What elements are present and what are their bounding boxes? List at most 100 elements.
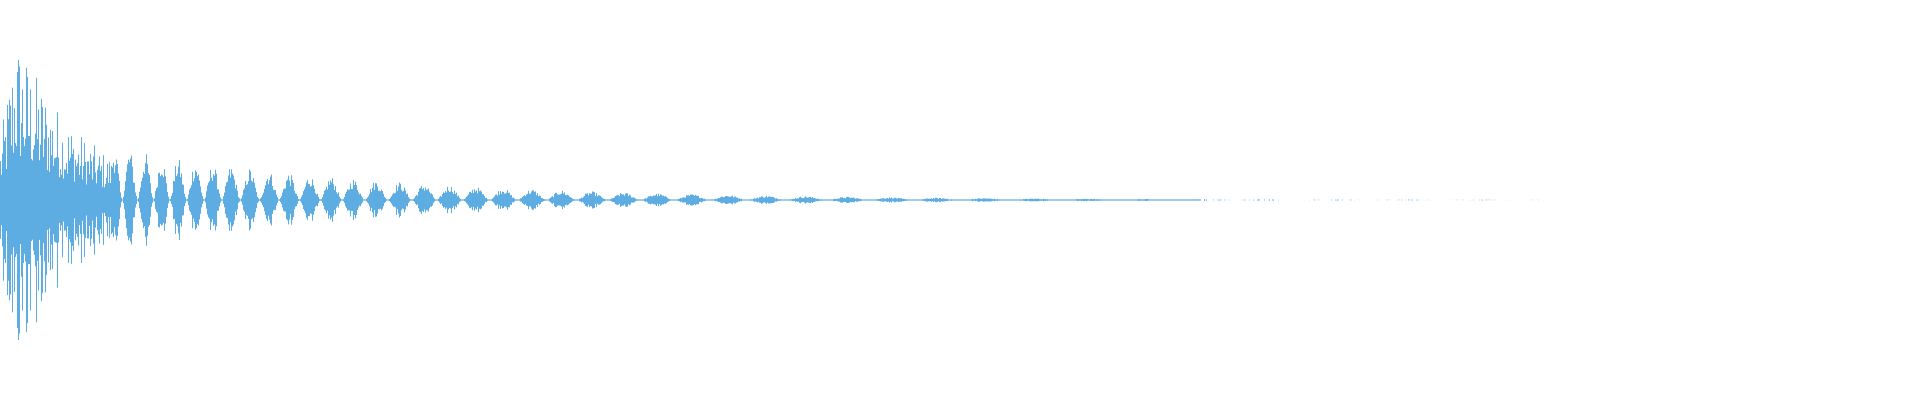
waveform-sample-bar (249, 169, 250, 231)
waveform-sample-bar (416, 195, 417, 206)
waveform-sample-bar (688, 195, 689, 205)
waveform-sample-bar (359, 194, 360, 206)
waveform-sample-bar (542, 198, 543, 202)
waveform-sample-bar (719, 198, 720, 202)
waveform-sample-bar (778, 199, 779, 201)
waveform-sample-bar (705, 199, 706, 201)
waveform-sample-bar (847, 196, 848, 204)
waveform-sample-bar (266, 181, 267, 219)
waveform-sample-bar (858, 198, 859, 202)
waveform-sample-bar (186, 199, 187, 201)
waveform-sample-bar (269, 180, 270, 220)
waveform-sample-bar (1043, 198, 1044, 202)
waveform-sample-bar (69, 160, 70, 240)
waveform-sample-bar (161, 174, 162, 226)
waveform-sample-bar (146, 154, 147, 246)
waveform-sample-bar (247, 184, 248, 216)
waveform-sample-bar (454, 190, 455, 210)
waveform-sample-bar (1123, 199, 1124, 201)
waveform-sample-bar (229, 169, 230, 231)
waveform-sample-bar (593, 191, 594, 209)
waveform-sample-bar (29, 135, 30, 265)
waveform-sample-bar (1090, 199, 1091, 201)
waveform-sample-bar (244, 188, 245, 212)
waveform-sample-bar (310, 186, 311, 214)
waveform-sample-bar (300, 198, 301, 202)
waveform-sample-bar (46, 124, 47, 276)
waveform-sample-bar (571, 197, 572, 203)
waveform-sample-bar (1099, 199, 1100, 201)
waveform-sample-bar (190, 187, 191, 213)
waveform-sample-bar (5, 136, 6, 264)
waveform-sample-bar (726, 196, 727, 204)
waveform-sample-bar (67, 173, 68, 227)
waveform-sample-bar (36, 77, 37, 323)
waveform-sample-bar (157, 187, 158, 213)
waveform-sample-bar (183, 184, 184, 216)
waveform-sample-bar (1020, 199, 1021, 201)
waveform-sample-bar (1092, 199, 1093, 201)
waveform-sample-bar (1045, 199, 1046, 201)
waveform-sample-bar (777, 198, 778, 202)
waveform-sample-bar (696, 195, 697, 205)
waveform-sample-bar (596, 193, 597, 208)
waveform-sample-bar (467, 195, 468, 205)
waveform-sample-bar (123, 196, 124, 204)
waveform-sample-bar (308, 184, 309, 216)
waveform-sample-bar (630, 195, 631, 205)
waveform-sample-bar (64, 169, 65, 231)
waveform-sample-bar (1051, 199, 1052, 201)
waveform-sample-bar (791, 199, 792, 201)
waveform-sample-bar (226, 182, 227, 218)
waveform-sample-bar (391, 196, 392, 204)
waveform-sample-bar (651, 196, 652, 204)
waveform-sample-bar (864, 199, 865, 201)
waveform-sample-bar (254, 182, 255, 218)
waveform-sample-bar (553, 197, 554, 203)
waveform-sample-bar (758, 198, 759, 202)
waveform-sample-bar (908, 199, 909, 201)
waveform-sample-bar (892, 198, 893, 202)
waveform-sample-bar (822, 199, 823, 201)
waveform-sample-bar (647, 197, 648, 203)
waveform-sample-bar (338, 192, 339, 208)
waveform-sample-bar (565, 195, 566, 205)
waveform-sample-bar (854, 197, 855, 203)
waveform-sample-bar (505, 193, 506, 207)
waveform-sample-bar (10, 105, 11, 295)
waveform-sample-bar (644, 198, 645, 202)
waveform-sample-bar (927, 198, 928, 202)
waveform-sample-bar (1137, 199, 1138, 201)
waveform-sample-bar (525, 196, 526, 204)
waveform-sample-bar (643, 199, 644, 201)
waveform-sample-bar (462, 199, 463, 201)
waveform-sample-bar (1113, 199, 1114, 201)
waveform-sample-bar (695, 194, 696, 206)
waveform-sample-bar (103, 155, 104, 245)
waveform-sample-bar (197, 176, 198, 224)
waveform-sample-bar (14, 108, 15, 292)
waveform-sample-bar (1109, 199, 1110, 201)
waveform-sample-bar (1084, 198, 1085, 202)
waveform-sample-bar (580, 198, 581, 202)
waveform-sample-bar (322, 197, 323, 203)
waveform-sample-bar (788, 199, 789, 201)
waveform-sample-bar (589, 193, 590, 207)
waveform-sample-bar (782, 199, 783, 201)
waveform-sample-bar (690, 194, 691, 206)
waveform-sample-bar (714, 199, 715, 201)
waveform-sample-bar (342, 199, 343, 201)
waveform-sample-bar (573, 199, 574, 201)
waveform-sample-bar (1070, 199, 1071, 201)
waveform-sample-bar (874, 199, 875, 201)
waveform-sample-bar (937, 198, 938, 202)
waveform-sample-bar (514, 198, 515, 202)
waveform-sample-bar (509, 192, 510, 208)
waveform-sample-bar (629, 194, 630, 206)
waveform-sample-bar (31, 158, 32, 242)
waveform-sample-bar (497, 195, 498, 205)
waveform-sample-bar (512, 197, 513, 203)
waveform-sample-bar (11, 145, 12, 255)
waveform-sample-bar (1192, 199, 1193, 201)
waveform-sample-bar (315, 193, 316, 207)
